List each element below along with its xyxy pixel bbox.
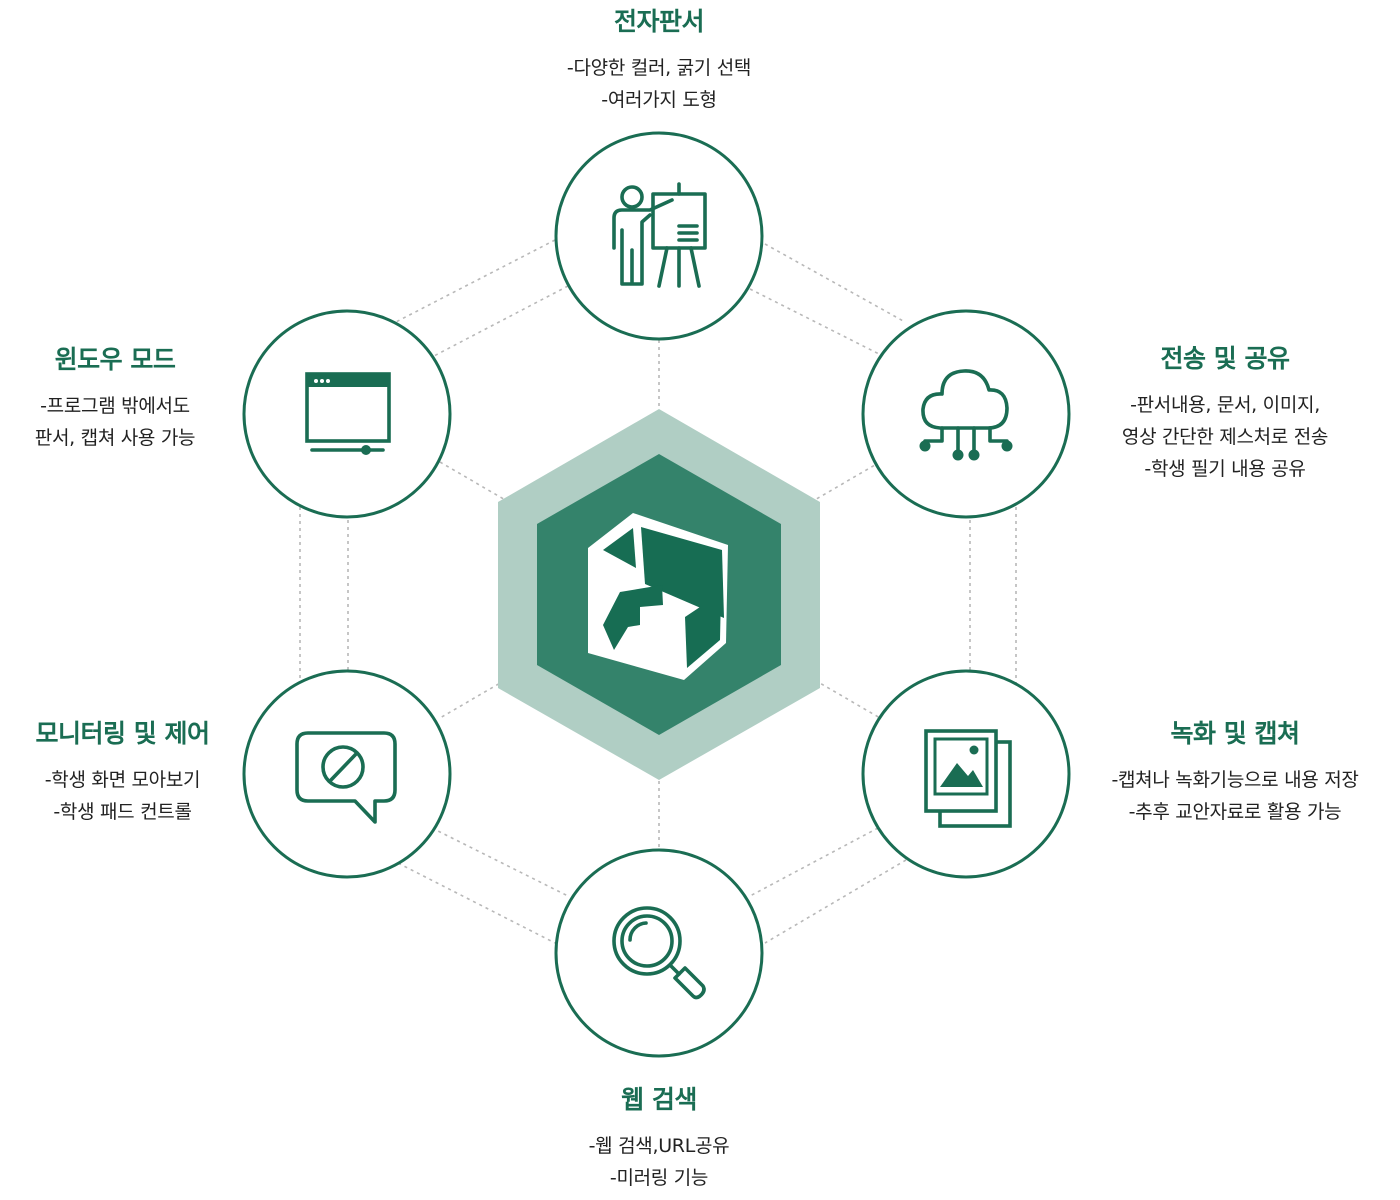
feature-monitor-line: -학생 화면 모아보기 <box>44 769 201 791</box>
cloud-network-icon <box>921 369 1009 454</box>
feature-web-line: -웹 검색,URL공유 <box>588 1135 730 1157</box>
feature-share-line: 영상 간단한 제스처로 전송 <box>1121 426 1329 448</box>
browser-window-icon <box>305 372 391 455</box>
feature-share-desc: -판서내용, 문서, 이미지, 영상 간단한 제스처로 전송 -학생 필기 내용… <box>1060 389 1390 485</box>
blocked-chat-icon <box>295 731 397 824</box>
feature-share: 전송 및 공유 -판서내용, 문서, 이미지, 영상 간단한 제스처로 전송 -… <box>1060 339 1390 485</box>
feature-web-title: 웹 검색 <box>621 1085 697 1114</box>
feature-web-desc: -웹 검색,URL공유 -미러링 기능 <box>459 1130 859 1194</box>
feature-window-title: 윈도우 모드 <box>54 345 176 374</box>
feature-monitor-desc: -학생 화면 모아보기 -학생 패드 컨트롤 <box>0 764 245 828</box>
feature-monitor-title: 모니터링 및 제어 <box>35 719 210 748</box>
feature-board-desc: -다양한 컬러, 굵기 선택 -여러가지 도형 <box>459 52 859 116</box>
monitor-circle <box>242 669 452 879</box>
magnifier-icon <box>612 906 706 1000</box>
feature-record-line: -추후 교안자료로 활용 가능 <box>1128 801 1342 823</box>
feature-share-line: -학생 필기 내용 공유 <box>1144 458 1306 480</box>
feature-record-title: 녹화 및 캡쳐 <box>1170 719 1300 748</box>
board-circle <box>554 131 764 341</box>
image-gallery-icon <box>924 729 1012 828</box>
feature-web: 웹 검색 -웹 검색,URL공유 -미러링 기능 <box>459 1080 859 1194</box>
feature-board-title: 전자판서 <box>613 7 705 36</box>
feature-board: 전자판서 -다양한 컬러, 굵기 선택 -여러가지 도형 <box>459 2 859 116</box>
share-circle <box>861 309 1071 519</box>
feature-share-line: -판서내용, 문서, 이미지, <box>1130 394 1320 416</box>
feature-board-line: -다양한 컬러, 굵기 선택 <box>566 57 752 79</box>
feature-window: 윈도우 모드 -프로그램 밖에서도 판서, 캡쳐 사용 가능 <box>0 340 230 454</box>
feature-record: 녹화 및 캡쳐 -캡쳐나 녹화기능으로 내용 저장 -추후 교안자료로 활용 가… <box>1070 714 1400 828</box>
feature-record-line: -캡쳐나 녹화기능으로 내용 저장 <box>1111 769 1359 791</box>
window-circle <box>242 309 452 519</box>
presenter-board-icon <box>612 182 707 288</box>
feature-monitor-line: -학생 패드 컨트롤 <box>53 801 192 823</box>
logo-cube-icon <box>588 513 728 680</box>
feature-monitor: 모니터링 및 제어 -학생 화면 모아보기 -학생 패드 컨트롤 <box>0 714 245 828</box>
feature-record-desc: -캡쳐나 녹화기능으로 내용 저장 -추후 교안자료로 활용 가능 <box>1070 764 1400 828</box>
feature-window-desc: -프로그램 밖에서도 판서, 캡쳐 사용 가능 <box>0 390 230 454</box>
feature-window-line: 판서, 캡쳐 사용 가능 <box>34 427 196 449</box>
feature-board-line: -여러가지 도형 <box>601 89 717 111</box>
feature-window-line: -프로그램 밖에서도 <box>40 395 190 417</box>
feature-share-title: 전송 및 공유 <box>1160 344 1290 373</box>
feature-web-line: -미러링 기능 <box>609 1167 709 1189</box>
web-circle <box>554 848 764 1058</box>
